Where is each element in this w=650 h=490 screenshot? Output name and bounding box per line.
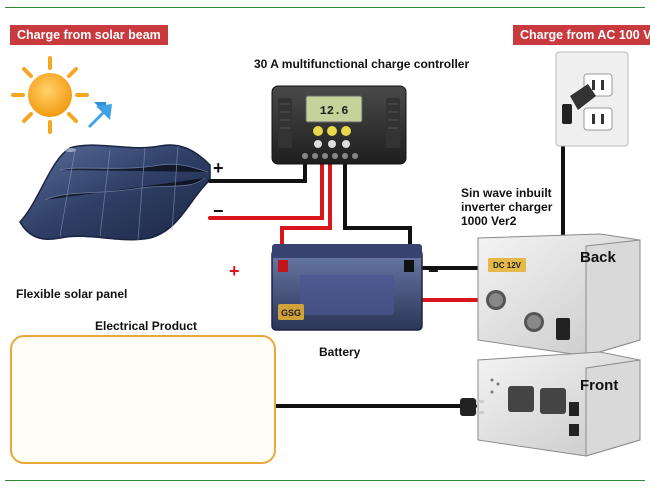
inverter-label: Sin wave inbuilt inverter charger 1000 V… (461, 186, 591, 228)
sun-icon (11, 56, 89, 134)
inverter-badge: DC 12V (493, 261, 522, 270)
solar-panel-label: Flexible solar panel (16, 287, 128, 301)
inverter-back-icon: DC 12V (477, 233, 641, 357)
inverter-front-icon (477, 351, 641, 457)
inverter-label-line-1: Sin wave inbuilt (461, 186, 552, 200)
controller-display-value: 12.6 (320, 104, 349, 118)
ac-charge-tag: Charge from AC 100 V (513, 25, 650, 45)
inverter-front-label: Front (580, 377, 619, 394)
ac-plug-icon (460, 398, 484, 416)
top-border-line (5, 7, 645, 8)
solar-charge-tag: Charge from solar beam (10, 25, 168, 45)
battery-label: Battery (319, 345, 361, 359)
panel-minus-mark: − (213, 201, 224, 221)
battery-brand-label: GSG (281, 308, 301, 318)
panel-plus-mark: + (213, 158, 224, 178)
battery-minus-mark: − (428, 261, 439, 281)
wall-outlet-icon (555, 51, 629, 147)
battery-icon: GSG (271, 244, 423, 331)
inverter-label-line-3: 1000 Ver2 (461, 214, 517, 228)
bottom-border-line (5, 480, 645, 481)
inverter-label-line-2: inverter charger (461, 200, 553, 214)
sunlight-arrow-icon (86, 102, 112, 128)
battery-plus-mark: + (229, 261, 240, 281)
controller-label: 30 A multifunctional charge controller (254, 57, 470, 71)
inverter-back-label: Back (580, 249, 616, 266)
charge-controller-icon: 12.6 (271, 85, 407, 165)
solar-panel-icon (19, 144, 211, 241)
electrical-product-label: Electrical Product (91, 319, 202, 333)
electrical-product-box (10, 335, 276, 464)
